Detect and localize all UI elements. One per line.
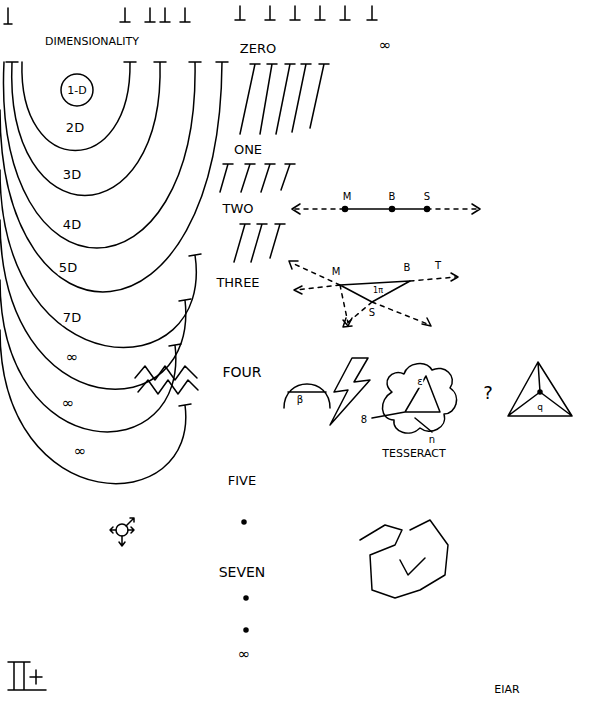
ellipsis-dot (244, 628, 248, 632)
slanted-strokes (234, 224, 285, 262)
sketch-label: TWO (221, 202, 254, 216)
sketch-label: ? (482, 384, 494, 403)
sketch-label: n (428, 435, 436, 446)
sketch-label: TESSERACT (381, 448, 447, 460)
sketch-label: ∞ (73, 444, 88, 460)
sketch-label: β (296, 395, 304, 406)
title: DIMENSIONALITY (44, 36, 140, 48)
point-dot (343, 207, 348, 212)
sketch-label: 7D (62, 311, 82, 325)
number-line (345, 208, 427, 210)
cloud-figure (372, 376, 440, 432)
sketch-label: ∞ (61, 396, 76, 412)
sketch-label: FIVE (227, 474, 257, 488)
dimension-arc (3, 62, 201, 248)
slanted-strokes (220, 164, 295, 192)
sketch-label: T (434, 261, 442, 272)
slanted-strokes (240, 64, 329, 134)
point-dot (425, 207, 430, 212)
dimension-arc (0, 62, 228, 292)
sketch-label: EIAR (493, 684, 520, 696)
arrow-head (292, 204, 480, 214)
sketch-label: 8 (360, 415, 368, 426)
dimension-arc (0, 330, 191, 484)
sketch-label: ONE (233, 143, 263, 157)
half-circle (284, 384, 330, 408)
number-line (427, 208, 477, 210)
point-dot (390, 207, 395, 212)
sketch-label: 2D (65, 121, 85, 135)
dimension-arc (0, 170, 201, 348)
arrow-head (289, 261, 458, 327)
sketch-label: ZERO (239, 42, 277, 56)
sketch-label: B (403, 263, 412, 274)
sketch-label: ∞ (65, 350, 80, 366)
vertex-dot (538, 390, 542, 394)
tick-marks (4, 6, 377, 24)
dimension-arc (0, 220, 191, 389)
sketch-label: S (423, 192, 431, 203)
sketch-label: M (331, 267, 342, 278)
triangle (340, 281, 410, 302)
sketch-label: FOUR (221, 365, 262, 380)
sketch-label: 4D (62, 218, 82, 232)
number-line (295, 208, 345, 210)
dimension-arc (22, 62, 136, 151)
dimension-arc (0, 280, 181, 432)
sketch-label: ∞ (378, 38, 393, 54)
sketch-label: q (536, 403, 544, 412)
sketch-label: ε (416, 377, 423, 388)
ellipsis-dot (242, 520, 246, 524)
dimension-circle: 1-D (60, 73, 94, 107)
sketch-label: S (368, 308, 376, 319)
corner-mark (8, 662, 46, 690)
sketch-label: 3D (62, 168, 82, 182)
sketch-label: 5D (58, 261, 78, 275)
polygon-shape (360, 520, 448, 598)
sketch-label: ∞ (237, 647, 252, 663)
circle-outline (61, 74, 93, 106)
sketch-label: B (388, 192, 397, 203)
lightning (330, 358, 370, 425)
dimension-arc (6, 62, 166, 196)
compass-symbol (110, 518, 134, 546)
sketch-label: 1π (372, 287, 384, 295)
sketch-label: THREE (215, 276, 260, 290)
tetrahedron (508, 362, 572, 416)
zigzag (135, 366, 198, 394)
sketch-label: SEVEN (218, 565, 267, 580)
circle-label: 1-D (67, 84, 86, 97)
sketch-label: M (342, 192, 353, 203)
dashed-ray (292, 263, 456, 325)
ellipsis-dot (244, 596, 248, 600)
